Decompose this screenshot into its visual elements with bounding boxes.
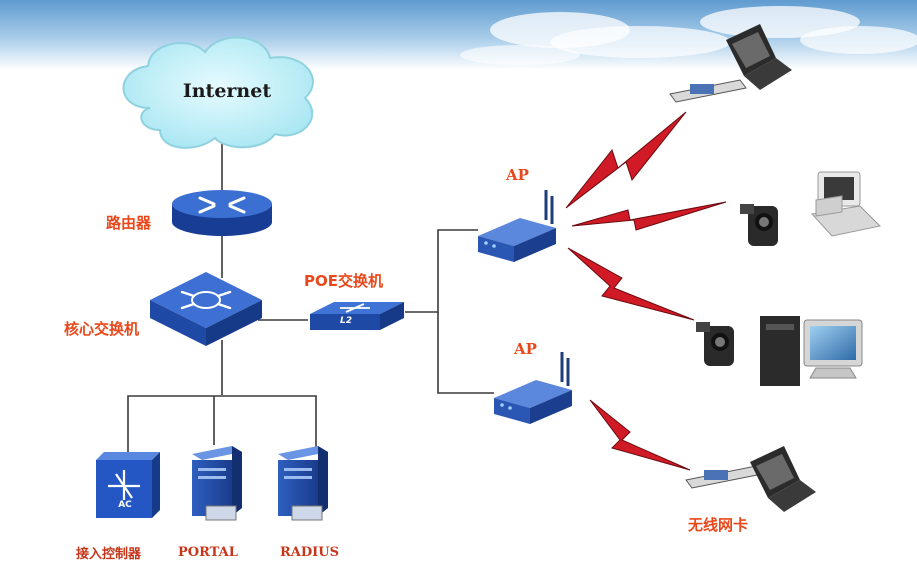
ap-bottom-icon [494, 352, 572, 424]
poe-switch-icon [310, 302, 404, 330]
radius-server-icon [278, 446, 328, 521]
wireless-link-laptop-bottom [589, 399, 691, 471]
wired-links [127, 140, 494, 452]
laptop-bottom-icon [685, 446, 816, 512]
access-controller-icon [96, 452, 160, 518]
portal-label: PORTAL [178, 545, 238, 560]
internet-label: Internet [182, 80, 272, 102]
poe-switch-label: POE交换机 [304, 272, 383, 290]
desktop-top-icon [811, 171, 882, 237]
ac-badge: AC [118, 500, 132, 510]
ap-top-icon [478, 190, 556, 262]
webcam-bottom-icon [696, 322, 734, 366]
core-switch-label: 核心交换机 [64, 320, 140, 338]
wireless-link-camera-top [571, 201, 727, 231]
ap-top-label: AP [506, 166, 529, 184]
webcam-top-icon [740, 204, 778, 246]
core-switch-icon [150, 272, 262, 346]
wireless-link-camera-bottom [567, 247, 695, 321]
radius-label: RADIUS [280, 545, 339, 560]
wireless-card-label: 无线网卡 [688, 516, 749, 534]
router-label: 路由器 [106, 214, 152, 232]
ap-bottom-label: AP [514, 340, 537, 358]
desktop-bottom-icon [760, 316, 863, 386]
sky-banner [0, 0, 917, 70]
router-icon [172, 190, 272, 236]
portal-server-icon [192, 446, 242, 521]
internet-cloud [122, 36, 314, 149]
laptop-top-icon [669, 24, 792, 103]
access-controller-label: 接入控制器 [76, 547, 142, 562]
l2-badge: L2 [340, 316, 352, 326]
wireless-link-laptop-top [565, 111, 687, 209]
wireless-links [565, 111, 727, 471]
